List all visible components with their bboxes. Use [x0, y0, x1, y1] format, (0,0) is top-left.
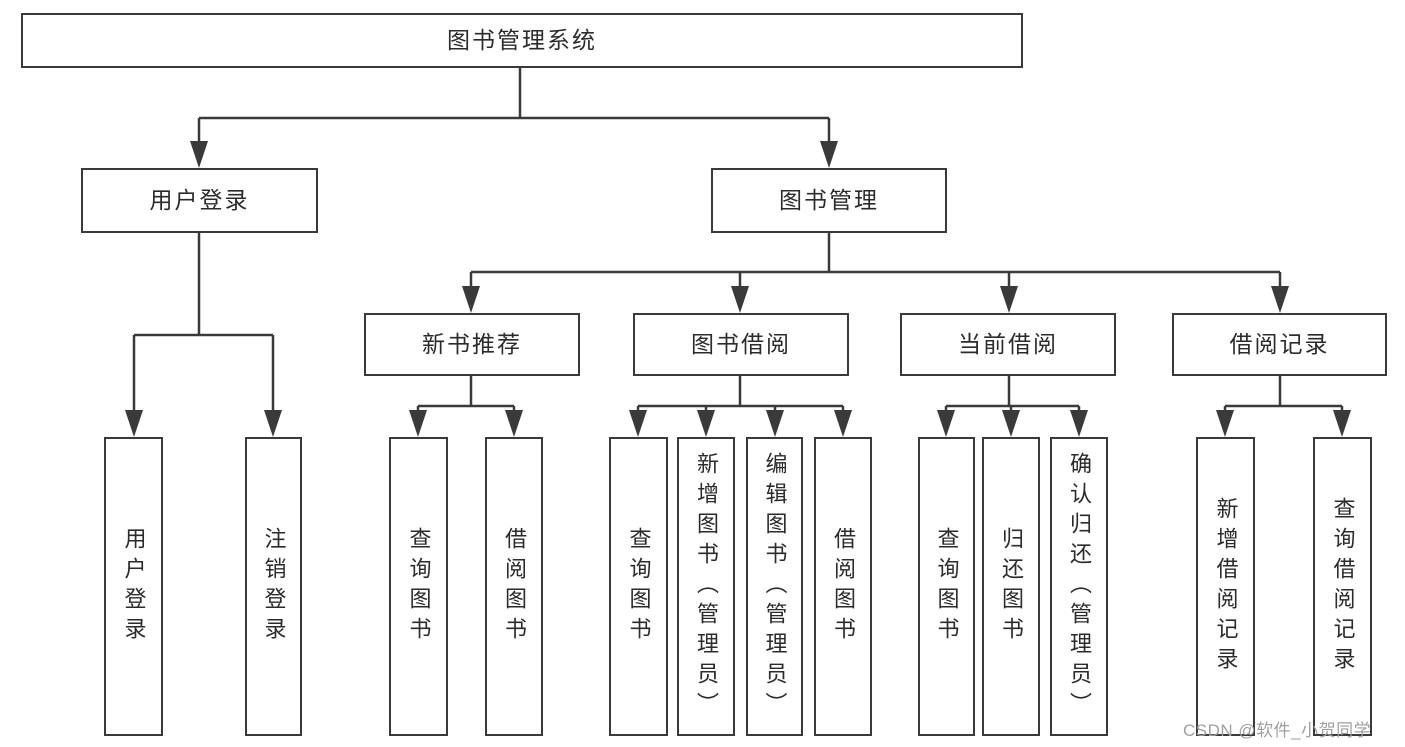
node-borrow-records-label: 借阅记录	[1229, 331, 1330, 357]
leaf-recommend-query-book-label: 查询图书	[406, 526, 432, 647]
node-user-login-label: 用户登录	[149, 187, 250, 213]
leaf-borrow-query-book: 查询图书	[609, 437, 668, 736]
leaf-current-query-book: 查询图书	[918, 437, 975, 736]
node-current-borrow: 当前借阅	[900, 313, 1116, 376]
leaf-recommend-borrow-book-label: 借阅图书	[502, 526, 527, 647]
arrow-down-icon	[834, 410, 852, 437]
node-book-management-label: 图书管理	[779, 187, 879, 213]
arrow-down-icon	[462, 286, 480, 313]
arrow-down-icon	[937, 410, 955, 437]
arrow-down-icon	[629, 410, 647, 437]
connector-root-to-level2	[197, 68, 831, 146]
arrow-down-icon	[125, 410, 143, 437]
connector-userlogin-to-leaves	[132, 233, 275, 415]
node-book-management: 图书管理	[711, 168, 947, 233]
node-borrow-records: 借阅记录	[1172, 313, 1387, 376]
leaf-current-confirm-return-admin-label: 确认归还（管理员）	[1067, 451, 1092, 722]
watermark: CSDN @软件_小贺同学	[1183, 721, 1372, 740]
leaf-borrow-borrow-book: 借阅图书	[814, 437, 872, 736]
leaf-user-login: 用户登录	[104, 437, 163, 736]
leaf-logout-label: 注销登录	[261, 526, 287, 647]
arrow-down-icon	[1333, 410, 1351, 437]
node-user-login: 用户登录	[81, 168, 318, 233]
connector-borrow-to-leaves	[636, 376, 845, 415]
arrow-down-icon	[190, 141, 208, 168]
leaf-borrow-add-book-admin-label: 新增图书（管理员）	[694, 451, 719, 722]
arrow-down-icon	[409, 410, 427, 437]
arrowheads	[125, 141, 1351, 437]
node-root-label: 图书管理系统	[447, 27, 597, 53]
connector-paths	[132, 68, 1344, 415]
leaf-current-return-book-label: 归还图书	[999, 526, 1024, 647]
arrow-down-icon	[697, 410, 715, 437]
leaf-records-query-record: 查询借阅记录	[1313, 437, 1372, 736]
leaf-recommend-borrow-book: 借阅图书	[485, 437, 543, 736]
leaf-recommend-query-book: 查询图书	[389, 437, 448, 736]
arrow-down-icon	[1000, 286, 1018, 313]
arrow-down-icon	[505, 410, 523, 437]
leaf-records-query-record-label: 查询借阅记录	[1330, 496, 1356, 677]
arrow-down-icon	[264, 410, 282, 437]
leaf-current-query-book-label: 查询图书	[934, 526, 960, 647]
node-current-borrow-label: 当前借阅	[958, 331, 1058, 357]
leaf-borrow-borrow-book-label: 借阅图书	[831, 526, 856, 647]
leaf-records-add-record: 新增借阅记录	[1196, 437, 1255, 736]
leaf-current-confirm-return-admin: 确认归还（管理员）	[1050, 437, 1108, 736]
connector-records-to-leaves	[1223, 376, 1344, 415]
arrow-down-icon	[1216, 410, 1234, 437]
arrow-down-icon	[1271, 286, 1289, 313]
arrow-down-icon	[820, 141, 838, 168]
arrow-down-icon	[766, 410, 784, 437]
leaf-records-add-record-label: 新增借阅记录	[1213, 496, 1239, 677]
connector-recommend-to-leaves	[416, 376, 516, 415]
node-book-borrow: 图书借阅	[633, 313, 849, 376]
leaf-user-login-label: 用户登录	[121, 526, 147, 647]
arrow-down-icon	[731, 286, 749, 313]
node-new-book-recommend-label: 新书推荐	[422, 331, 522, 357]
node-root: 图书管理系统	[21, 13, 1023, 68]
leaf-borrow-edit-book-admin-label: 编辑图书（管理员）	[762, 451, 788, 722]
arrow-down-icon	[1070, 410, 1088, 437]
leaf-current-return-book: 归还图书	[982, 437, 1040, 736]
arrow-down-icon	[1002, 410, 1020, 437]
connector-bookmgmt-to-level3	[469, 232, 1282, 291]
leaf-borrow-edit-book-admin: 编辑图书（管理员）	[746, 437, 803, 736]
connector-current-to-leaves	[944, 376, 1081, 415]
leaf-borrow-add-book-admin: 新增图书（管理员）	[677, 437, 735, 736]
leaf-borrow-query-book-label: 查询图书	[626, 526, 652, 647]
node-book-borrow-label: 图书借阅	[691, 331, 791, 357]
leaf-logout: 注销登录	[245, 437, 302, 736]
node-new-book-recommend: 新书推荐	[364, 313, 580, 376]
